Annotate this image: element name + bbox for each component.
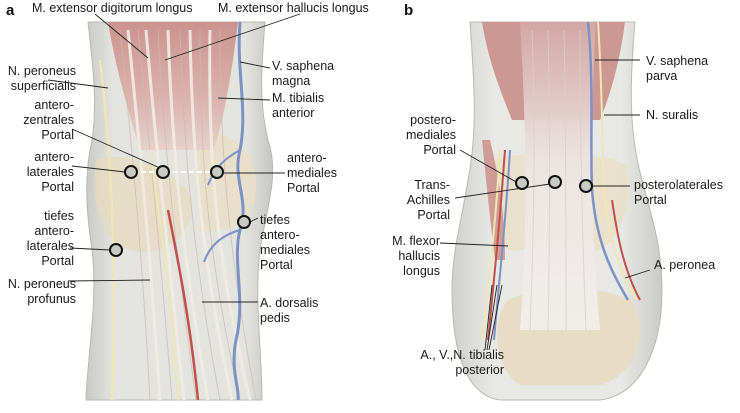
talus-a — [94, 156, 192, 252]
label-n-peroneus-profundus: N. peroneus profunus — [7, 277, 76, 306]
label-a-dorsalis-pedis: A. dorsalis pedis — [260, 296, 319, 325]
label-m-tibialis-anterior: M. tibialis anterior — [272, 91, 325, 120]
vein-saphena-parva — [586, 21, 630, 301]
portal-markers — [109, 165, 593, 257]
label-anterolaterales-portal: antero- laterales Portal — [26, 150, 74, 194]
label-v-saphena-magna: V. saphena magna — [272, 59, 335, 88]
panel-b-illustration — [451, 21, 663, 401]
label-tiefes-anteromediales-portal: tiefes antero- mediales Portal — [260, 213, 311, 272]
portal-deep-anteromedial-marker — [237, 215, 251, 229]
nerve-suralis — [597, 21, 637, 301]
label-n-peroneus-superficialis: N. peroneus superficialis — [7, 64, 76, 93]
portal-posteromedial-marker — [515, 176, 529, 190]
label-v-saphena-parva: V. saphena parva — [646, 54, 709, 83]
label-a-peronea: A. peronea — [654, 258, 716, 272]
label-posterolaterales-portal: posterolaterales Portal — [634, 178, 723, 207]
label-posteromediales-portal: postero- mediales Portal — [405, 113, 456, 157]
label-anteromediales-portal: antero- mediales Portal — [287, 151, 338, 195]
panel-letter-b: b — [404, 2, 414, 19]
portal-anterozentral-marker — [156, 165, 170, 179]
artery-dorsalis-pedis — [166, 209, 200, 401]
label-a-v-n-tibialis-posterior: A., V.,N. tibialis posterior — [420, 348, 504, 377]
label-ext-hall-longus: M. extensor hallucis longus — [218, 1, 369, 15]
nerve-peroneus-profundus — [149, 149, 179, 401]
artery-peronea — [611, 199, 641, 301]
portal-anterolateral-marker — [124, 165, 138, 179]
nerve-peroneus-superficialis — [98, 59, 116, 401]
leader-lines — [47, 13, 651, 351]
portal-trans-achilles-marker — [548, 175, 562, 189]
label-m-flexor-hallucis-longus: M. flexor hallucis longus — [392, 234, 440, 278]
portal-posterolateral-marker — [579, 179, 593, 193]
label-anterozentrales-portal: antero- zentrales Portal — [23, 98, 74, 142]
label-ext-dig-longus: M. extensor digitorum longus — [32, 1, 193, 15]
label-n-suralis: N. suralis — [646, 108, 699, 122]
panel-letter-a: a — [6, 2, 15, 19]
panel-a-illustration — [85, 21, 274, 401]
portal-deep-anterolateral-marker — [109, 243, 123, 257]
label-tiefes-anterolaterales-portal: tiefes antero- laterales Portal — [26, 209, 74, 268]
portal-anteromedial-marker — [210, 165, 224, 179]
label-trans-achilles-portal: Trans- Achilles Portal — [406, 178, 450, 222]
